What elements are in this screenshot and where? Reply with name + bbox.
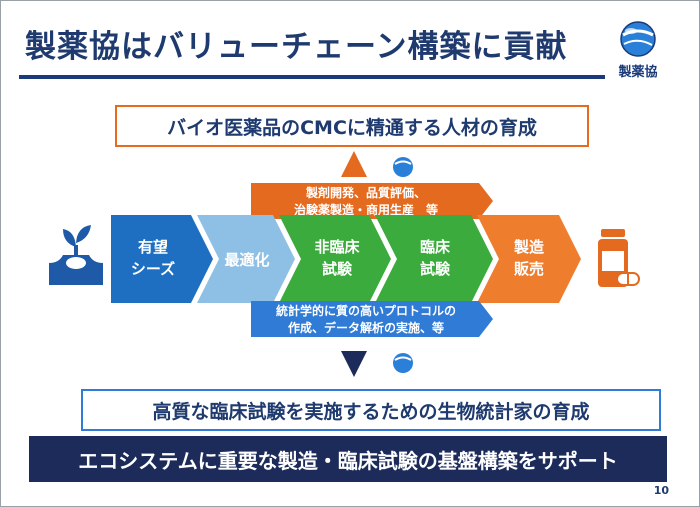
- globe-logo-icon: [620, 21, 656, 57]
- chain-step-seeds-line1: 有望: [138, 238, 168, 256]
- lower-banner-line1: 統計学的に質の高いプロトコルの: [276, 303, 456, 318]
- slide-title: 製薬協はバリューチェーン構築に貢献: [25, 29, 568, 65]
- chain-step-seeds: [111, 215, 213, 303]
- page-number: 10: [653, 484, 669, 497]
- chain-step-optimization: [197, 215, 295, 303]
- chain-step-optimization-label: 最適化: [224, 251, 269, 269]
- lower-banner-line2: 作成、データ解析の実施、等: [288, 320, 444, 335]
- upper-banner-line1: 製剤開発、品質評価、: [305, 185, 426, 200]
- ecosystem-banner: エコシステムに重要な製造・臨床試験の基盤構築をサポート: [29, 436, 667, 482]
- small-globe-icon-upper: [393, 157, 413, 177]
- cmc-talent-box: バイオ医薬品のCMCに精通する人材の育成: [115, 105, 589, 147]
- title-underline: [19, 75, 605, 79]
- logo-label: 製薬協: [618, 65, 658, 80]
- seedling-icon: [49, 225, 103, 285]
- medicine-bottle-icon: [598, 229, 640, 287]
- small-globe-icon-lower: [393, 353, 413, 373]
- up-arrow: [341, 151, 367, 177]
- chain-step-seeds-line2: シーズ: [131, 260, 175, 278]
- lower-banner: [251, 301, 493, 337]
- down-arrow: [341, 351, 367, 377]
- chain-step-nonclinical-line1: 非臨床: [314, 238, 360, 256]
- chain-step-manufacturing-line1: 製造: [513, 238, 544, 256]
- upper-banner: [251, 183, 493, 219]
- upper-banner-line2: 治験薬製造・商用生産 等: [294, 202, 438, 217]
- biostatistician-box: 高質な臨床試験を実施するための生物統計家の育成: [81, 389, 661, 431]
- chain-step-clinical-line2: 試験: [420, 260, 451, 278]
- chain-step-nonclinical: [279, 215, 391, 303]
- chain-step-clinical-line1: 臨床: [420, 238, 451, 256]
- jpma-logo: 製薬協: [605, 15, 691, 85]
- chain-step-clinical: [375, 215, 493, 303]
- chain-step-manufacturing-line2: 販売: [514, 260, 544, 278]
- chain-step-manufacturing: [477, 215, 581, 303]
- chain-step-nonclinical-line2: 試験: [322, 260, 353, 278]
